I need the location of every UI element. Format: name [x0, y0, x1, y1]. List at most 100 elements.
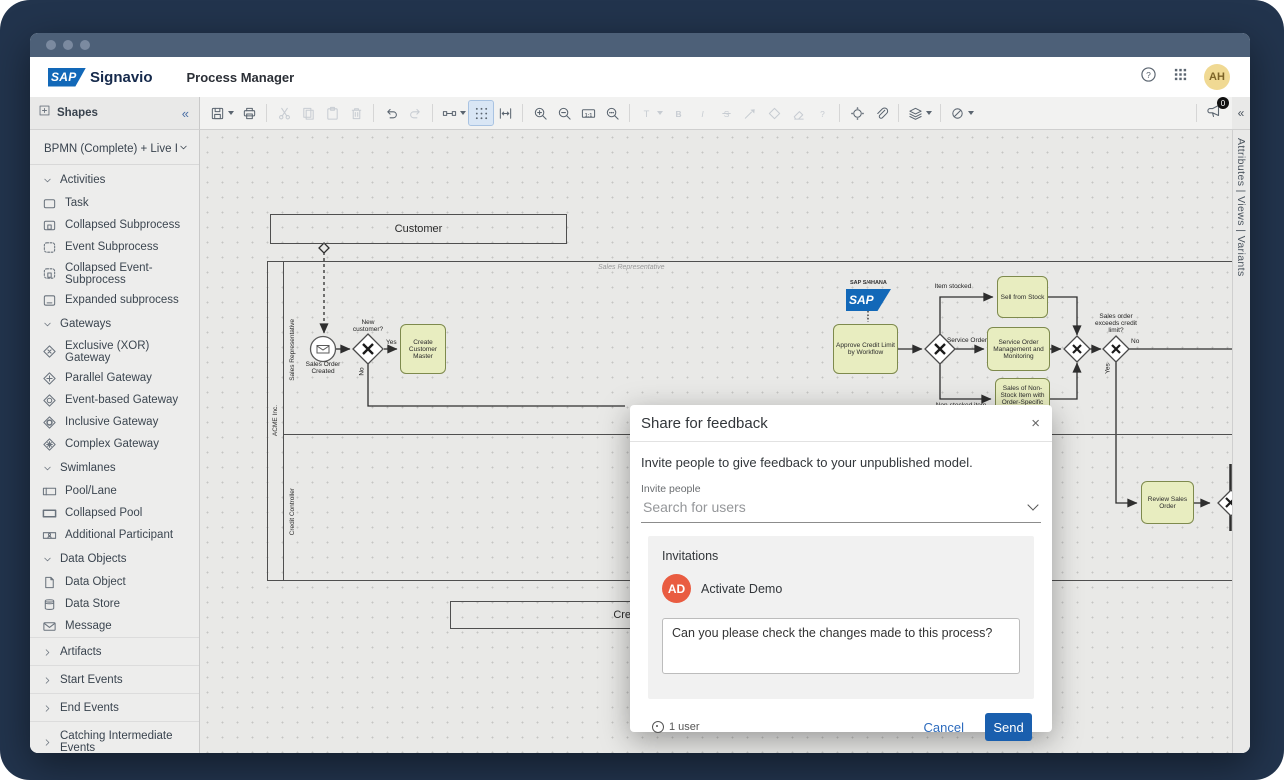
sidebar-item-inclusive-gateway[interactable]: Inclusive Gateway [30, 411, 199, 433]
label-no-1: No [358, 367, 366, 376]
right-panel-tabs[interactable]: Attributes | Views | Variants [1232, 130, 1250, 753]
dialog-title: Share for feedback [641, 414, 768, 432]
pool-customer[interactable]: Customer [270, 214, 567, 244]
toolbar-eraser-icon[interactable] [786, 101, 810, 125]
task-review-sales-order[interactable]: Review Sales Order [1141, 481, 1194, 524]
sidebar-item-message[interactable]: Message [30, 615, 199, 637]
toolbar-strike-icon[interactable]: S [714, 101, 738, 125]
pool-acme-title: ACME Inc. [272, 405, 279, 437]
sidebar-section-activities[interactable]: Activities [30, 167, 199, 192]
toolbar-italic-icon[interactable]: I [690, 101, 714, 125]
toolbar-undo-icon[interactable] [379, 101, 403, 125]
shape-item-label: Event-based Gateway [65, 394, 179, 406]
sidebar-section-end-events[interactable]: End Events [30, 693, 199, 721]
sap-logo: SAP [48, 67, 86, 87]
sidebar-item-collapsed-pool[interactable]: Collapsed Pool [30, 502, 199, 524]
sidebar-item-task[interactable]: Task [30, 192, 199, 214]
sidebar-section-gateways[interactable]: Gateways [30, 311, 199, 336]
toolbar-highlight-icon[interactable] [845, 101, 869, 125]
toolbar-bold-icon[interactable]: B [666, 101, 690, 125]
sidebar-section-catching-intermediate-events[interactable]: Catching Intermediate Events [30, 721, 199, 753]
flow-yes-exceeds[interactable] [1115, 362, 1138, 508]
diagram-canvas[interactable]: Customer Sales Representative ACME Inc. … [200, 130, 1232, 753]
shapes-panel-title: Shapes [57, 107, 98, 119]
window-titlebar[interactable] [30, 33, 1250, 57]
toolbar-arrow-style-icon[interactable] [738, 101, 762, 125]
task-approve-credit-limit[interactable]: Approve Credit Limit by Workflow [833, 324, 898, 374]
label-exceeds-credit: Sales order exceeds credit limit? [1095, 313, 1137, 334]
chevron-down-icon[interactable] [1027, 499, 1039, 511]
section-label: Swimlanes [60, 462, 116, 474]
gateway-merge-order-type[interactable] [1063, 335, 1091, 363]
gateway-credit-limit[interactable] [1102, 335, 1130, 363]
sidebar-section-swimlanes[interactable]: Swimlanes [30, 455, 199, 480]
sidebar-item-collapsed-event-subprocess[interactable]: Collapsed Event-Subprocess [30, 258, 199, 289]
task-sell-from-stock[interactable]: Sell from Stock [997, 276, 1048, 318]
sidebar-item-event-subprocess[interactable]: Event Subprocess [30, 236, 199, 258]
toolbar-help-format-icon[interactable]: ? [810, 101, 834, 125]
toolbar-spacing-icon[interactable] [493, 101, 517, 125]
toolbar-save-icon[interactable] [206, 101, 237, 125]
task-create-customer-master[interactable]: Create Customer Master [400, 324, 446, 374]
start-event-sales-order-created[interactable] [309, 335, 337, 363]
feedback-message-textarea[interactable]: Can you please check the changes made to… [662, 618, 1020, 674]
sidebar-item-collapsed-subprocess[interactable]: Collapsed Subprocess [30, 214, 199, 236]
toolbar-fill-color-icon[interactable] [762, 101, 786, 125]
toolbar-font-size-icon[interactable]: T [635, 101, 666, 125]
close-icon[interactable]: × [1031, 414, 1040, 432]
toolbar-connector-icon[interactable] [438, 101, 469, 125]
sidebar-item-event-based-gateway[interactable]: Event-based Gateway [30, 389, 199, 411]
sidebar-item-parallel-gateway[interactable]: Parallel Gateway [30, 367, 199, 389]
toolbar-separator [839, 104, 840, 122]
sidebar-item-complex-gateway[interactable]: Complex Gateway [30, 433, 199, 455]
section-label: Artifacts [60, 646, 102, 658]
gateway-split-order-type[interactable] [924, 333, 956, 365]
send-button[interactable]: Send [985, 713, 1032, 741]
sidebar-item-expanded-subprocess[interactable]: Expanded subprocess [30, 289, 199, 311]
lane-credit-controller: Credit Controller [288, 488, 296, 536]
sidebar-item-exclusive-xor-gateway[interactable]: Exclusive (XOR) Gateway [30, 336, 199, 367]
shape-palette-select[interactable]: BPMN (Complete) + Live Insi... [30, 130, 199, 165]
share-for-feedback-dialog: Share for feedback × Invite people to gi… [630, 405, 1052, 741]
sidebar-item-additional-participant[interactable]: Additional Participant [30, 524, 199, 546]
toolbar-separator [373, 104, 374, 122]
toolbar-separator [629, 104, 630, 122]
sidebar-item-data-object[interactable]: Data Object [30, 571, 199, 593]
toolbar-layers-icon[interactable] [904, 101, 935, 125]
task-service-order-management[interactable]: Service Order Management and Monitoring [987, 327, 1050, 371]
section-label: Activities [60, 174, 106, 186]
toolbar-one-to-one-icon[interactable]: 1:1 [576, 101, 600, 125]
cancel-button[interactable]: Cancel [923, 719, 964, 735]
window-traffic-lights[interactable] [46, 40, 90, 50]
palette-value: BPMN (Complete) + Live Insi... [44, 143, 178, 155]
toolbar-grid-icon[interactable] [468, 100, 494, 126]
app-grid-icon[interactable] [1173, 67, 1188, 87]
feedback-notifications-button[interactable]: 0 [1202, 97, 1229, 125]
toolbar-zoom-in-icon[interactable] [528, 101, 552, 125]
help-icon[interactable]: ? [1140, 66, 1157, 88]
toolbar-zoom-fit-icon[interactable] [600, 101, 624, 125]
flow-no-branch[interactable] [367, 364, 625, 407]
toolbar-hidden-elements-icon[interactable] [946, 101, 977, 125]
toolbar-redo-icon[interactable] [403, 101, 427, 125]
add-shape-icon[interactable] [38, 104, 51, 122]
toolbar-print-icon[interactable] [237, 101, 261, 125]
sidebar-section-start-events[interactable]: Start Events [30, 665, 199, 693]
invitee-row[interactable]: AD Activate Demo [662, 574, 1020, 603]
toolbar-zoom-out-icon[interactable] [552, 101, 576, 125]
collapse-shapes-icon[interactable]: « [181, 105, 189, 121]
toolbar-attachment-icon[interactable] [869, 101, 893, 125]
collapse-right-panel-icon[interactable]: « [1232, 97, 1250, 130]
user-avatar[interactable]: AH [1204, 64, 1230, 90]
search-users-input[interactable] [641, 498, 1029, 516]
gateway-clipped-right-edge[interactable] [1217, 464, 1232, 531]
toolbar-cut-icon[interactable] [272, 101, 296, 125]
sidebar-section-data-objects[interactable]: Data Objects [30, 546, 199, 571]
sidebar-item-data-store[interactable]: Data Store [30, 593, 199, 615]
toolbar-trash-icon[interactable] [344, 101, 368, 125]
toolbar-paste-icon[interactable] [320, 101, 344, 125]
toolbar-copy-icon[interactable] [296, 101, 320, 125]
sidebar-section-artifacts[interactable]: Artifacts [30, 637, 199, 665]
gateway-new-customer[interactable] [352, 333, 384, 365]
sidebar-item-pool-lane[interactable]: Pool/Lane [30, 480, 199, 502]
